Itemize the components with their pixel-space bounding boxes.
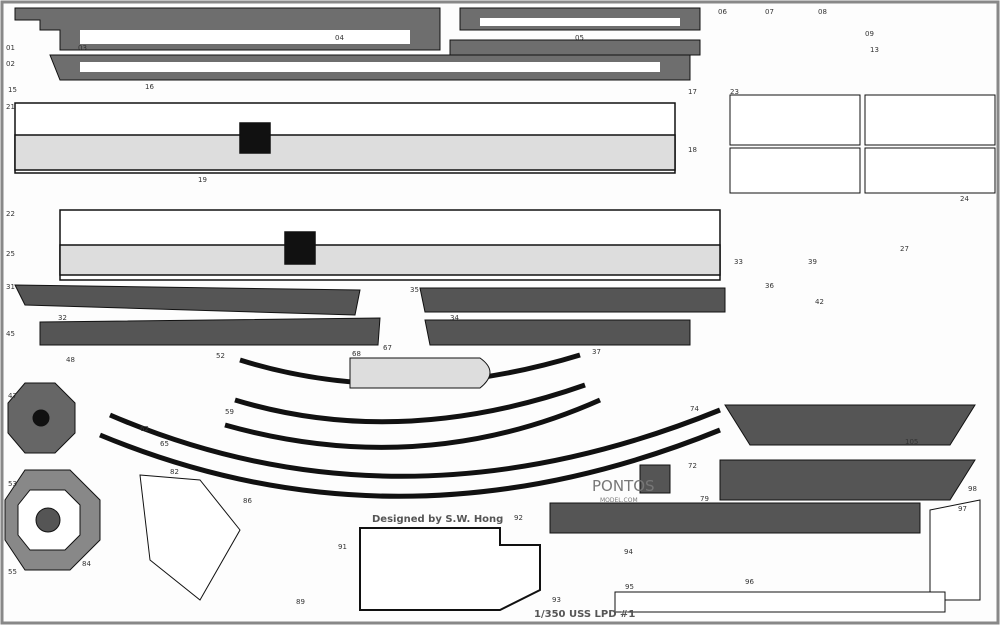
part-number: 67 [383, 344, 392, 352]
part-number: 72 [688, 462, 697, 470]
part-number: 17 [688, 88, 697, 96]
designer-credit: Designed by S.W. Hong [372, 514, 504, 525]
part-number: 25 [6, 250, 15, 258]
flight-deck-part [359, 527, 541, 611]
part-number: 08 [818, 8, 827, 16]
rail-part-95 [614, 591, 946, 613]
part-number: 105 [905, 438, 919, 446]
part-number: 97 [958, 505, 967, 513]
part-number: 62 [140, 425, 149, 433]
part-number: 03 [78, 44, 87, 52]
part-number: 53 [8, 480, 17, 488]
part-number: 96 [745, 578, 754, 586]
part-number: 33 [734, 258, 743, 266]
part-number: 55 [8, 568, 17, 576]
brand-website: MODEL.COM [600, 497, 638, 504]
part-number: 92 [514, 514, 523, 522]
part-number: 52 [216, 352, 225, 360]
part-number: 74 [690, 405, 699, 413]
part-number: 98 [968, 485, 977, 493]
part-number: 35 [410, 286, 419, 294]
part-number: 65 [160, 440, 169, 448]
ramp-part [139, 474, 241, 601]
part-number: 95 [625, 583, 634, 591]
part-number: 19 [198, 176, 207, 184]
part-number: 07 [765, 8, 774, 16]
octagon-platforms [4, 382, 101, 571]
deck-strips [14, 102, 721, 281]
part-number: 01 [6, 44, 15, 52]
stern-part [929, 499, 981, 601]
part-number: 94 [624, 548, 633, 556]
part-number: 68 [352, 350, 361, 358]
part-number: 16 [145, 83, 154, 91]
part-number: 84 [82, 560, 91, 568]
part-number: 22 [6, 210, 15, 218]
part-number: 15 [8, 86, 17, 94]
part-number: 93 [552, 596, 561, 604]
part-number: 06 [718, 8, 727, 16]
part-number: 59 [225, 408, 234, 416]
part-number: 79 [700, 495, 709, 503]
part-number: 34 [450, 314, 459, 322]
part-number: 89 [296, 598, 305, 606]
part-number: 24 [960, 195, 969, 203]
part-number: 37 [592, 348, 601, 356]
part-number: 09 [865, 30, 874, 38]
fret-windows [80, 18, 680, 72]
part-number: 13 [870, 46, 879, 54]
part-number: 23 [730, 88, 739, 96]
brand-logo: PONTOS [592, 477, 655, 495]
fret-title: 1/350 USS LPD #1 [534, 609, 636, 620]
part-number: 31 [6, 283, 15, 291]
part-number: 82 [170, 468, 179, 476]
railing-strips [14, 284, 726, 346]
part-number: 48 [66, 356, 75, 364]
part-number: 45 [6, 330, 15, 338]
part-number: 32 [58, 314, 67, 322]
curved-railings [99, 352, 721, 499]
part-number: 91 [338, 543, 347, 551]
part-number: 36 [765, 282, 774, 290]
part-number: 86 [243, 497, 252, 505]
part-number: 39 [808, 258, 817, 266]
part-number: 05 [575, 34, 584, 42]
part-number: 42 [815, 298, 824, 306]
part-number: 47 [8, 392, 17, 400]
part-number: 04 [335, 34, 344, 42]
part-number: 21 [6, 103, 15, 111]
part-number: 18 [688, 146, 697, 154]
part-number: 27 [900, 245, 909, 253]
part-number: 02 [6, 60, 15, 68]
grid-panels [729, 94, 996, 194]
boat-part [349, 357, 491, 389]
mesh-panels [549, 404, 976, 534]
